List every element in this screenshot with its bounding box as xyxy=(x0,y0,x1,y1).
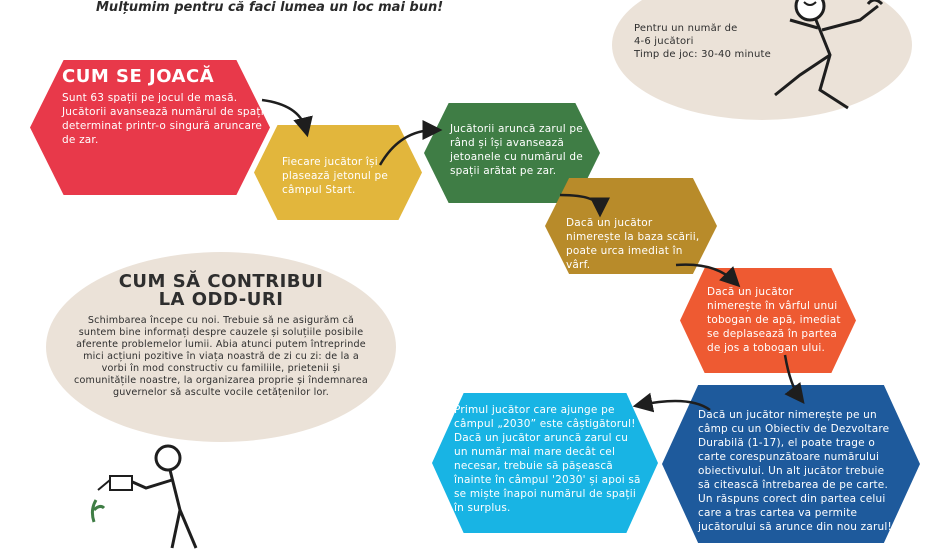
step-5-text: Dacă un jucător nimerește pe un câmp cu … xyxy=(698,409,892,533)
how-to-play-title: CUM SE JOACĂ xyxy=(62,66,215,87)
contribute-title-line2: LA ODD-URI xyxy=(158,289,284,310)
contribute-title-line1: CUM SĂ CONTRIBUI xyxy=(118,271,324,292)
step-6-hexagon xyxy=(432,393,658,533)
step-2-text: Jucătorii aruncă zarul pe rând și își av… xyxy=(450,123,583,177)
play-time: Timp de joc: 30-40 minute xyxy=(634,49,771,60)
step-1-text: Fiecare jucător își plasează jetonul pe … xyxy=(282,156,389,196)
players-line: Pentru un număr de xyxy=(634,23,738,34)
how-to-play-hexagon xyxy=(30,60,270,195)
how-to-play-intro: Sunt 63 spații pe jocul de masă. Jucător… xyxy=(62,92,267,146)
stick-figure-illustration xyxy=(774,0,884,110)
thank-you-heading: Mulțumim pentru că faci lumea un loc mai… xyxy=(96,0,444,15)
step-4-hexagon xyxy=(680,268,856,373)
step-3-text: Dacă un jucător nimerește la baza scării… xyxy=(566,217,700,271)
step-4-text: Dacă un jucător nimerește în vârful unui… xyxy=(707,286,841,354)
contribute-blob xyxy=(46,252,396,442)
players-count: 4-6 jucători xyxy=(634,36,694,47)
watering-figure-illustration xyxy=(90,444,198,549)
contribute-body: Schimbarea începe cu noi. Trebuie să ne … xyxy=(74,315,368,398)
step-5-hexagon xyxy=(662,385,920,543)
step-6-text: Primul jucător care ajunge pe câmpul „20… xyxy=(454,404,641,514)
